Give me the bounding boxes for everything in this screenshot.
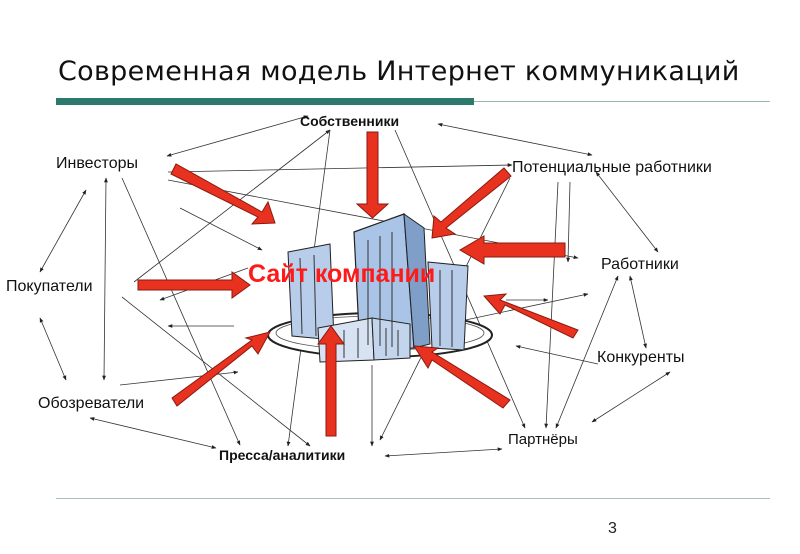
node-buyers: Покупатели	[6, 278, 93, 295]
footer-divider	[56, 498, 770, 499]
page-number: 3	[608, 520, 617, 537]
node-potential-workers: Потенциальные работники	[512, 159, 712, 176]
node-owners: Собственники	[300, 113, 400, 129]
node-reviewers: Обозреватели	[38, 395, 145, 412]
red-arrows	[137, 131, 579, 437]
node-competitors: Конкуренты	[597, 349, 685, 366]
thin-arrows	[39, 115, 671, 458]
building-illustration	[267, 212, 493, 363]
node-partners: Партнёры	[508, 431, 578, 448]
title-underline-thin	[474, 101, 770, 102]
slide-title: Современная модель Интернет коммуникаций	[58, 56, 740, 87]
title-underline-accent	[56, 98, 474, 105]
node-press: Пресса/аналитики	[219, 447, 346, 463]
center-label-company-site: Сайт компании	[248, 260, 436, 288]
node-investors: Инвесторы	[56, 155, 138, 172]
node-workers: Работники	[601, 256, 679, 273]
